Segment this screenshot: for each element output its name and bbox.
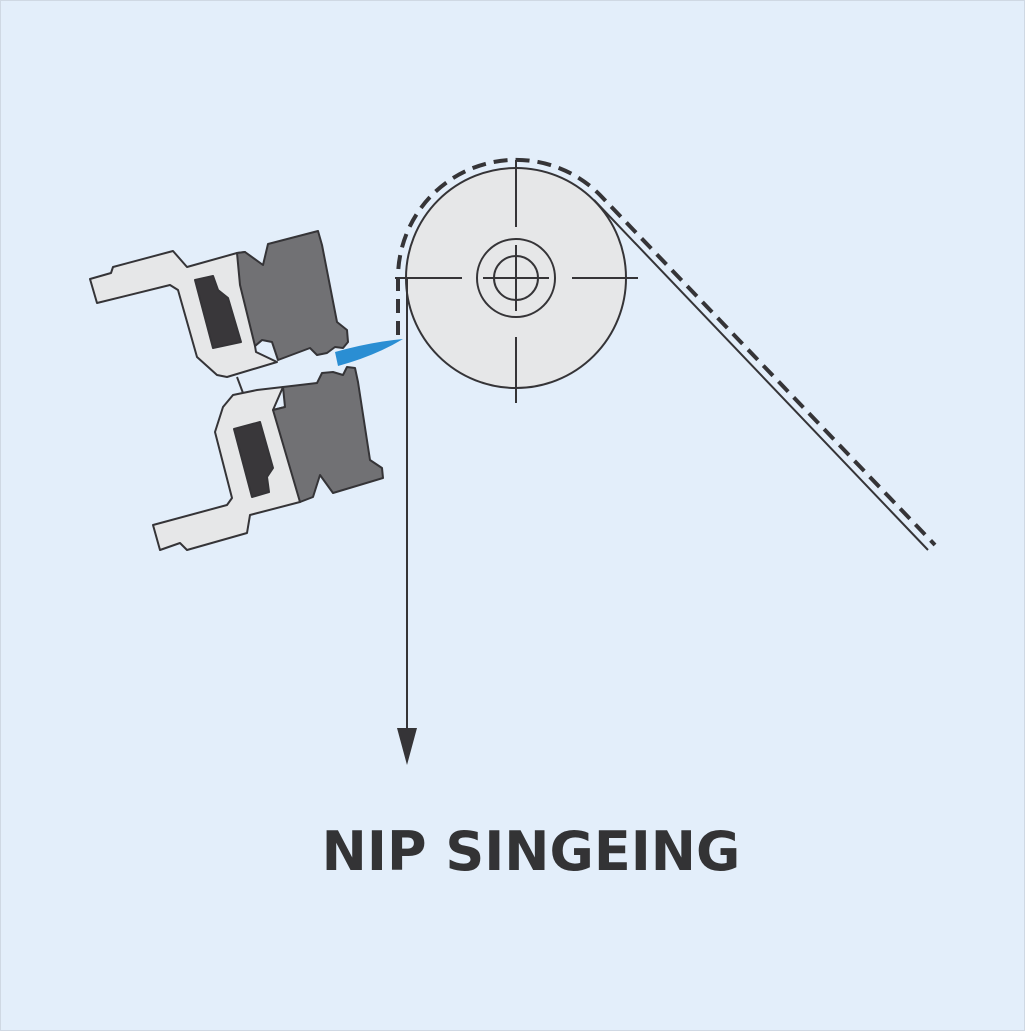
- direction-arrow-icon: [397, 728, 417, 765]
- fabric-path: [396, 157, 937, 735]
- burner-connector: [236, 376, 244, 394]
- burner-lower-icon: [152, 366, 384, 551]
- flame-icon: [335, 339, 403, 366]
- diagram-title: NIP SINGEING: [321, 820, 741, 883]
- burner-upper-icon: [89, 230, 349, 378]
